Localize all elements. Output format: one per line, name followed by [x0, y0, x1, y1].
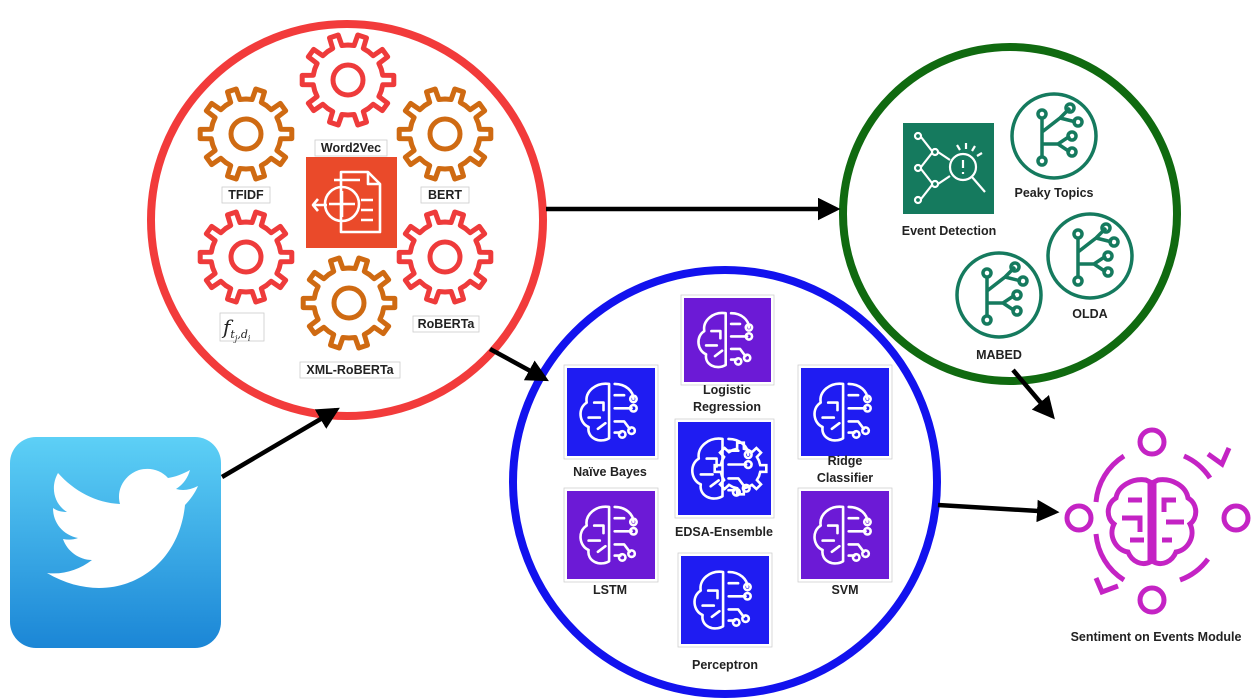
- model-labels: Logistic Regression Ridge Classifier Naï…: [573, 383, 873, 672]
- label-tfidf: TFIDF: [221, 186, 271, 204]
- label-peaky-topics: Peaky Topics: [1015, 186, 1094, 200]
- twitter-logo: [10, 437, 221, 648]
- model-box-perceptron: [677, 552, 773, 648]
- brain-circuit-icon: [693, 570, 752, 630]
- label-bert: BERT: [420, 186, 470, 204]
- event-detection-icon: [903, 123, 994, 214]
- topic-tree-icon: [1010, 92, 1098, 180]
- label-lstm: LSTM: [593, 583, 627, 597]
- brain-circuit-icon: [579, 382, 638, 442]
- brain-circuit-icon: [579, 505, 638, 565]
- topic-tree-icon: [1046, 212, 1134, 300]
- label-edsa-ensemble: EDSA-Ensemble: [675, 525, 773, 539]
- svg-text:Classifier: Classifier: [817, 471, 873, 485]
- arrow-events-to-output: [1011, 368, 1055, 420]
- gear-icon: [396, 86, 494, 182]
- gear-icon: [396, 209, 494, 305]
- model-box-ridge-classifier: [797, 364, 893, 460]
- feature-labels: Word2Vec TFIDF BERT RoBERTa XML-RoBERTa …: [219, 139, 480, 379]
- label-perceptron: Perceptron: [692, 658, 758, 672]
- svg-text:Logistic: Logistic: [703, 383, 751, 397]
- model-boxes: [563, 294, 893, 648]
- feature-gears: [197, 32, 494, 351]
- label-logistic-regression: Logistic Regression: [693, 383, 761, 414]
- svg-text:TFIDF: TFIDF: [228, 188, 264, 202]
- label-roberta: RoBERTa: [412, 315, 480, 333]
- svg-text:XML-RoBERTa: XML-RoBERTa: [306, 363, 394, 377]
- brain-circuit-icon: [813, 382, 872, 442]
- event-detection-label: Event Detection: [902, 224, 996, 238]
- sentiment-output-icon: [1064, 427, 1251, 615]
- label-naive-bayes: Naïve Bayes: [573, 465, 647, 479]
- brain-circuit-icon: [813, 505, 872, 565]
- label-word2vec: Word2Vec: [314, 139, 388, 157]
- sentiment-models-circle: [509, 266, 941, 698]
- model-box-edsa-ensemble: [674, 418, 775, 519]
- svg-text:Ridge: Ridge: [828, 454, 863, 468]
- svg-text:Regression: Regression: [693, 400, 761, 414]
- event-detection-circle: [839, 43, 1181, 385]
- arrow-models-to-output: [937, 499, 1060, 523]
- label-ridge-classifier: Ridge Classifier: [817, 454, 873, 485]
- rotate-arrow-icon: [1206, 446, 1232, 468]
- label-olda: OLDA: [1072, 307, 1107, 321]
- arrow-features-to-models: [488, 347, 549, 382]
- gear-icon: [197, 209, 295, 305]
- document-process-icon: [306, 157, 397, 248]
- rotate-arrow-icon: [1093, 577, 1119, 596]
- model-box-svm: [797, 487, 893, 583]
- label-mabed: MABED: [976, 348, 1022, 362]
- output-label: Sentiment on Events Module: [1071, 630, 1242, 644]
- gear-icon: [197, 86, 295, 182]
- brain-circuit-icon: [697, 311, 754, 369]
- arrows: [220, 197, 1060, 523]
- label-xml-roberta: XML-RoBERTa: [299, 361, 401, 379]
- gear-icon: [300, 255, 398, 351]
- svg-text:BERT: BERT: [428, 188, 462, 202]
- model-box-lstm: [563, 487, 659, 583]
- model-box-logistic-regression: [680, 294, 775, 386]
- gear-icon: [299, 32, 397, 128]
- label-svm: SVM: [831, 583, 858, 597]
- model-box-naive-bayes: [563, 364, 659, 460]
- label-term-frequency: ftj,di: [219, 312, 265, 343]
- arrow-twitter-to-features: [220, 407, 340, 479]
- feature-extraction-circle: [147, 20, 547, 420]
- topic-icons: [955, 92, 1134, 339]
- svg-text:RoBERTa: RoBERTa: [418, 317, 476, 331]
- svg-text:Word2Vec: Word2Vec: [321, 141, 381, 155]
- topic-tree-icon: [955, 251, 1043, 339]
- twitter-bird-icon: [47, 468, 198, 588]
